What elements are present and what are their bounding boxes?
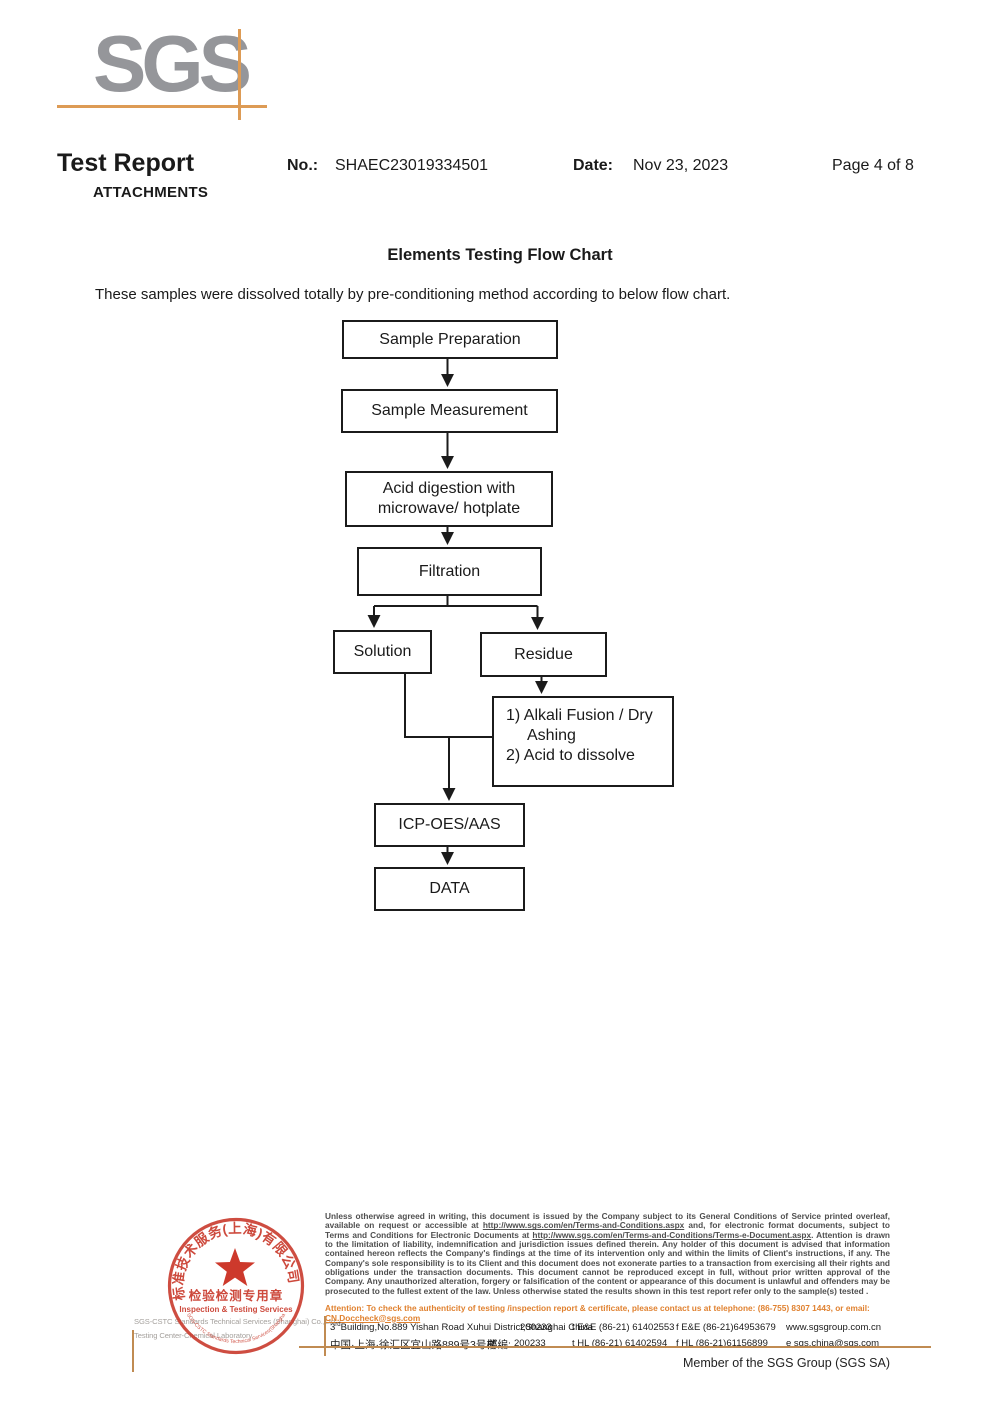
footer-rule	[299, 1346, 931, 1348]
report-no-value: SHAEC23019334501	[335, 157, 489, 174]
telephone-1: t E&E (86-21) 61402553	[572, 1322, 675, 1333]
inspection-stamp: 标准技术服务(上海)有限公司 检验检测专用章 Inspection & Test…	[166, 1216, 305, 1355]
address-divider-line	[324, 1316, 326, 1356]
report-date-label: Date:	[573, 157, 614, 174]
flow-chart-title: Elements Testing Flow Chart	[387, 246, 613, 264]
attachments-label: ATTACHMENTS	[93, 184, 209, 201]
corner-fold-mark	[132, 1330, 134, 1372]
flow-box-icp-oes-aas: ICP-OES/AAS	[374, 803, 525, 847]
logo-crosshair-horizontal	[57, 105, 267, 108]
address-line-en: 3rdBuilding,No.889 Yishan Road Xuhui Dis…	[330, 1322, 594, 1334]
flow-box-alkali-fusion: 1) Alkali Fusion / Dry Ashing 2) Acid to…	[492, 696, 674, 787]
stamp-center-cn: 检验检测专用章	[189, 1288, 284, 1303]
flow-box-acid-digestion: Acid digestion with microwave/ hotplate	[345, 471, 553, 527]
flow-box-residue: Residue	[480, 632, 607, 677]
fax-1: f E&E (86-21)64953679	[676, 1322, 776, 1333]
flow-box-sample-measurement: Sample Measurement	[341, 389, 558, 433]
website: www.sgsgroup.com.cn	[786, 1322, 882, 1333]
report-title: Test Report	[57, 149, 195, 177]
report-date-value: Nov 23, 2023	[633, 157, 729, 174]
page-number: Page 4 of 8	[832, 157, 914, 174]
report-no-label: No.:	[287, 157, 319, 174]
logo-crosshair-vertical	[238, 29, 241, 120]
flowchart-connectors	[367, 355, 548, 865]
star-icon	[215, 1248, 255, 1286]
flow-box-sample-preparation: Sample Preparation	[342, 320, 558, 359]
postcode-en: 200233	[520, 1322, 552, 1333]
address-line-cn: 中国·上海·徐汇区宜山路889号3号楼	[330, 1339, 497, 1351]
legal-conditions-text: Unless otherwise agreed in writing, this…	[325, 1211, 890, 1296]
intro-text: These samples were dissolved totally by …	[95, 286, 731, 303]
telephone-2: t HL (86-21) 61402594	[572, 1338, 668, 1349]
stamp-company-line1: SGS-CSTC Standards Technical Services (S…	[134, 1317, 338, 1326]
flow-box-data: DATA	[374, 867, 525, 911]
postcode-cn-label: 邮编:	[487, 1339, 511, 1351]
member-line: Member of the SGS Group (SGS SA)	[682, 1356, 890, 1370]
stamp-center-en: Inspection & Testing Services	[179, 1305, 293, 1314]
postcode-cn: 200233	[514, 1338, 546, 1349]
attention-text: Attention: To check the authenticity of …	[325, 1303, 870, 1323]
flow-box-filtration: Filtration	[357, 547, 542, 596]
fax-2: f HL (86-21)61156899	[676, 1338, 768, 1349]
email: e sgs.china@sgs.com	[786, 1338, 880, 1349]
flow-box-solution: Solution	[333, 630, 432, 674]
sgs-logo: SGS	[93, 19, 252, 108]
